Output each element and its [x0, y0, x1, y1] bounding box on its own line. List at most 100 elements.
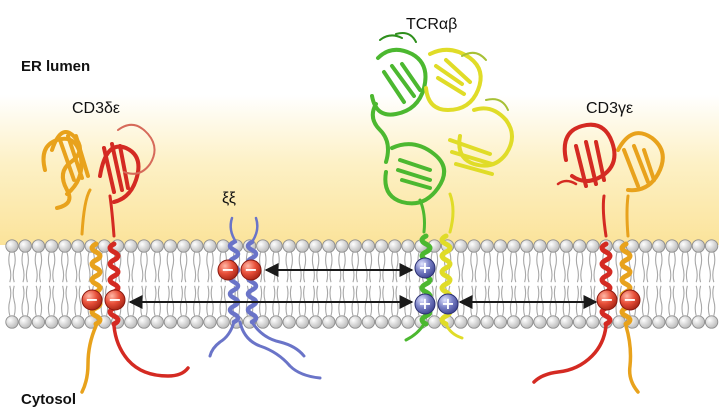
lipid-tail: [325, 252, 329, 283]
lipid-tail: [369, 285, 373, 316]
lipid-tail: [474, 252, 478, 283]
lipid-tail: [303, 285, 307, 316]
lipid-tail: [140, 285, 144, 316]
tcr-beta-extracellular-domain: [424, 47, 514, 234]
lipid-tail: [131, 285, 135, 316]
lipid-tail: [391, 285, 395, 316]
charge-sign: −: [600, 290, 613, 309]
lipid-tail: [78, 285, 82, 316]
lipid-tail: [351, 252, 355, 283]
lipid-tail: [78, 252, 82, 283]
lipid-head-outer: [388, 239, 402, 253]
lipid-tail: [276, 252, 280, 283]
lipid-head-inner: [295, 315, 310, 329]
lipid-tail: [338, 285, 342, 316]
lipid-tail: [171, 252, 175, 283]
lipid-head-inner: [163, 315, 178, 329]
lipid-tail: [61, 285, 65, 316]
lipid-head-outer: [18, 239, 32, 253]
lipid-head-outer: [546, 239, 560, 253]
lipid-tail: [474, 285, 478, 316]
lipid-tail: [483, 252, 487, 283]
lipid-tail: [699, 285, 703, 316]
lipid-tail: [219, 285, 223, 316]
tcr-alpha-beta-heterodimer: [370, 32, 514, 342]
lipid-tail: [179, 285, 183, 316]
lipid-tail: [540, 285, 544, 316]
lipid-tail: [157, 252, 161, 283]
lipid-head-inner: [124, 315, 138, 329]
lipid-head-inner: [678, 315, 692, 329]
lipid-tail: [404, 252, 408, 283]
lipid-head-outer: [493, 239, 508, 253]
lipid-tail: [461, 252, 465, 283]
lipid-head-inner: [5, 315, 19, 329]
lipid-head-outer: [5, 239, 19, 253]
lipid-tail: [52, 285, 56, 316]
lipid-tail: [395, 252, 399, 283]
lipid-tail: [536, 252, 540, 283]
lipid-tail: [223, 285, 227, 316]
lipid-tail: [153, 252, 157, 283]
lipid-head-outer: [374, 239, 389, 253]
er-lumen-background: [0, 95, 719, 245]
lipid-head-inner: [137, 315, 151, 329]
lipid-head-inner: [704, 315, 719, 329]
lipid-tail: [118, 252, 122, 283]
lipid-tail: [483, 285, 487, 316]
lipid-tail: [193, 285, 197, 316]
lipid-tail: [179, 252, 183, 283]
lipid-tail: [501, 285, 505, 316]
negative-charge-cd3-delta: −: [81, 289, 103, 311]
lipid-head-outer: [638, 239, 653, 253]
lipid-tail: [364, 252, 368, 283]
lipid-tail: [712, 252, 716, 283]
lipid-tail: [408, 252, 412, 283]
lipid-head-inner: [58, 315, 72, 329]
lipid-head-outer: [586, 239, 600, 253]
lipid-tail: [470, 285, 474, 316]
lipid-tail: [316, 285, 320, 316]
lipid-head-outer: [691, 239, 706, 253]
cd3-gamma-epsilon-dimer: [532, 122, 665, 394]
lipid-tail: [8, 252, 12, 283]
positive-charge-tcr-alpha-lower: +: [414, 293, 436, 315]
lipid-tail: [131, 252, 135, 283]
lipid-head-outer: [520, 239, 534, 253]
lipid-tail: [364, 285, 368, 316]
lipid-head-outer: [58, 239, 72, 253]
lipid-tail: [355, 285, 359, 316]
zeta-zeta-label: ξξ: [222, 190, 236, 207]
cytosol-label: Cytosol: [21, 391, 77, 407]
lipid-tail: [355, 252, 359, 283]
lipid-head-inner: [150, 315, 164, 329]
lipid-head-outer: [137, 239, 151, 253]
lipid-head-inner: [31, 315, 46, 329]
lipid-head-inner: [348, 315, 362, 329]
charge-sign: −: [85, 290, 98, 309]
lipid-tail: [659, 252, 663, 283]
tcr-alpha-extracellular-domain: [370, 47, 446, 234]
lipid-tail: [685, 285, 689, 316]
lipid-tail: [382, 285, 386, 316]
lipid-head-inner: [427, 315, 442, 329]
lipid-tail: [65, 285, 69, 316]
lipid-head-inner: [44, 315, 59, 329]
lipid-head-inner: [361, 315, 376, 329]
lipid-head-inner: [665, 315, 679, 329]
cd3-epsilon-2-extracellular-domain: [556, 122, 617, 238]
lipid-head-outer: [256, 239, 270, 253]
lipid-head-inner: [269, 315, 283, 329]
lipid-tail: [509, 252, 513, 283]
lipid-tail: [514, 285, 518, 316]
lipid-head-outer: [335, 239, 349, 253]
lipid-tail: [589, 252, 593, 283]
lipid-tail: [298, 285, 302, 316]
cd3-gamma-transmembrane-helix: [619, 241, 640, 394]
lipid-tail: [144, 252, 148, 283]
negative-charge-zeta-2: −: [240, 259, 262, 281]
lipid-tail: [25, 285, 29, 316]
lipid-tail: [263, 285, 267, 316]
lipid-tail: [707, 252, 711, 283]
